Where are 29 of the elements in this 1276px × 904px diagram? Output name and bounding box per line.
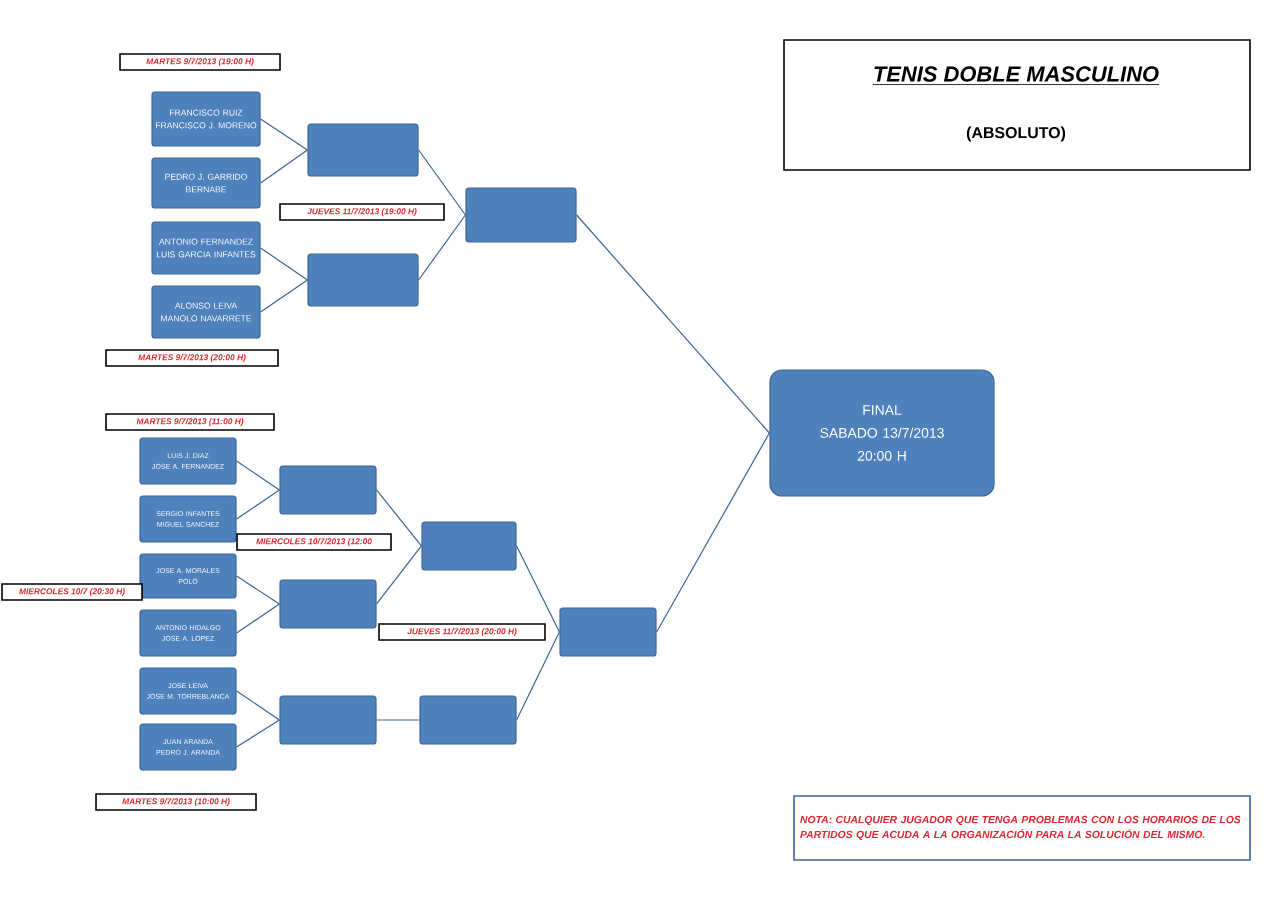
bracket-line: [236, 603, 280, 634]
bracket-line: [236, 460, 280, 491]
match-box: [307, 253, 419, 307]
match-box: [419, 695, 517, 745]
match-box: [279, 579, 377, 629]
bracket-line: [576, 214, 770, 434]
bracket-line: [418, 214, 466, 281]
match-box: [279, 695, 377, 745]
bracket-line: [516, 545, 560, 633]
match-box: [307, 123, 419, 177]
bracket-line: [516, 631, 560, 721]
match-box: [421, 521, 517, 571]
bracket-line: [236, 489, 280, 520]
bracket-line: [656, 432, 770, 633]
bracket-line: [260, 247, 308, 281]
bracket-line: [418, 149, 466, 216]
bracket-line: [260, 118, 308, 151]
bracket-line: [376, 719, 420, 721]
bracket-line: [236, 719, 280, 748]
bracket-line: [260, 149, 308, 184]
bracket-line: [236, 575, 280, 605]
match-box: [279, 465, 377, 515]
bracket-line: [376, 545, 422, 605]
match-box: [465, 187, 577, 243]
bracket-line: [260, 279, 308, 313]
bracket-line: [236, 690, 280, 721]
title: TENIS DOBLE MASCULINO: [872, 66, 1160, 85]
bracket-line: [376, 489, 422, 547]
match-box: [559, 607, 657, 657]
